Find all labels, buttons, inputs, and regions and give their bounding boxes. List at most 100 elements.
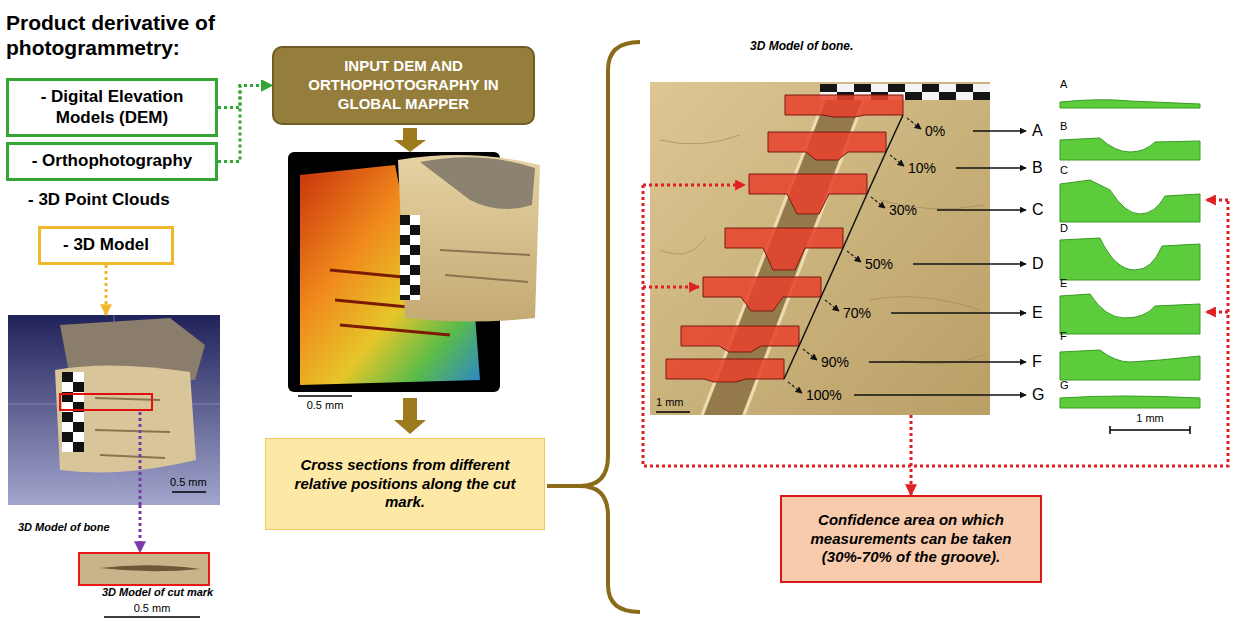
diagram-title: Product derivative of photogrammetry:	[6, 10, 238, 60]
profile-letter: B	[1060, 120, 1067, 133]
cut-groove	[445, 275, 528, 282]
surface-texture	[870, 297, 980, 310]
profile-chart	[1060, 100, 1200, 108]
profile-letter: A	[1060, 78, 1067, 91]
cross-section-slice	[681, 326, 799, 352]
cross-section-slices	[666, 95, 903, 382]
section-letter: A	[1032, 122, 1043, 140]
profile-letter: E	[1060, 277, 1067, 290]
scale-bar	[104, 616, 200, 618]
bracket-line	[547, 484, 580, 488]
section-letter: G	[1032, 386, 1044, 404]
profile-chart	[1060, 138, 1200, 160]
surface-texture	[660, 135, 740, 144]
panel-heading: 3D Model of bone.	[750, 40, 853, 54]
bone-surface	[55, 365, 196, 472]
dashed-pointer	[788, 382, 802, 393]
connector-arrow	[218, 86, 272, 108]
profile-chart	[1060, 180, 1200, 222]
cut-mark-image	[78, 552, 210, 586]
cut-groove	[95, 430, 170, 432]
cut-mark-panel: 3D Model of cut mark	[78, 552, 210, 586]
scale-label: 1 mm	[656, 396, 684, 409]
cross-section-slice	[768, 132, 886, 160]
axis-line	[784, 115, 903, 379]
section-letter: B	[1032, 159, 1043, 177]
position-label: 50%	[865, 256, 893, 272]
label-arrow	[891, 312, 1026, 314]
dashed-pointer	[871, 197, 885, 208]
cut-groove	[100, 565, 200, 571]
model-background	[8, 315, 220, 505]
dashed-pointer	[803, 349, 817, 360]
product-box: - 3D Model	[38, 226, 174, 265]
profile-letter: G	[1060, 379, 1069, 392]
scale-bar	[298, 395, 352, 397]
profile-letter: D	[1060, 222, 1068, 235]
node-text: - Orthophotography	[32, 151, 193, 171]
scale-bar	[1110, 426, 1190, 434]
product-box: - Orthophotography	[6, 142, 218, 181]
profile-letter: F	[1060, 330, 1067, 343]
confidence-pointer	[643, 286, 699, 289]
section-letter: D	[1032, 255, 1044, 273]
scale-label: 0.5 mm	[170, 476, 207, 489]
panel-heading: 3D Model of bone	[18, 521, 110, 534]
dashed-pointer	[890, 155, 904, 166]
section-letter: F	[1032, 353, 1042, 371]
profile-chart	[1060, 238, 1200, 280]
position-label: 30%	[889, 202, 917, 218]
flow-arrow	[394, 128, 426, 152]
section-letter: E	[1032, 304, 1043, 322]
bone-matrix	[420, 157, 535, 209]
process-box: Cross sections from different relative p…	[265, 438, 545, 530]
panel-heading: 3D Model of cut mark	[102, 586, 213, 599]
dashed-pointer	[847, 251, 861, 262]
node-text: - Digital Elevation Models (DEM)	[14, 87, 210, 128]
dashed-pointer	[825, 300, 839, 311]
label-arrow	[869, 361, 1026, 363]
confidence-pointer	[1206, 199, 1228, 202]
section-letter: C	[1032, 201, 1044, 219]
flow-arrow	[394, 398, 426, 434]
confidence-pointer	[1206, 311, 1228, 314]
node-text: Cross sections from different relative p…	[276, 456, 534, 512]
label-arrow	[973, 130, 1026, 132]
surface-texture	[660, 238, 705, 254]
position-label: 10%	[908, 160, 936, 176]
position-label: 70%	[843, 305, 871, 321]
list-item: - 3D Point Clouds	[28, 190, 170, 210]
position-label: 100%	[806, 387, 842, 403]
cut-groove	[340, 325, 450, 335]
bone-surface	[650, 82, 990, 415]
scale-label: 1 mm	[1136, 412, 1164, 425]
cross-section-slice	[749, 174, 867, 214]
label-arrow	[913, 263, 1026, 265]
cross-section-slice	[703, 277, 821, 311]
cut-groove	[100, 455, 165, 458]
cut-groove	[95, 398, 160, 400]
note-box: Confidence area on which measurements ca…	[780, 495, 1042, 583]
label-arrow	[956, 167, 1026, 169]
node-text: INPUT DEM AND ORTHOPHOTOGRAPHY IN GLOBAL…	[282, 57, 525, 113]
scale-bar	[172, 491, 206, 493]
cross-section-slice	[666, 359, 784, 382]
scale-label: 0.5 mm	[134, 602, 171, 615]
label-arrows	[854, 131, 1026, 395]
cross-section-slice	[725, 228, 843, 270]
process-box: INPUT DEM AND ORTHOPHOTOGRAPHY IN GLOBAL…	[272, 46, 535, 125]
connector-arrow	[105, 265, 108, 315]
cross-section-slice	[785, 95, 903, 117]
scale-bar	[656, 411, 690, 413]
connector-arrow	[218, 86, 272, 162]
profile-letter: C	[1060, 164, 1068, 177]
confidence-line	[643, 185, 1228, 466]
dashed-pointers	[788, 118, 921, 393]
profile-charts	[1060, 100, 1200, 408]
cut-mark-frame	[60, 394, 152, 410]
curly-bracket	[580, 42, 640, 612]
connector-arrow	[910, 415, 913, 495]
label-arrow	[854, 394, 1026, 396]
leader-line	[139, 412, 142, 505]
profile-chart	[1060, 294, 1200, 334]
